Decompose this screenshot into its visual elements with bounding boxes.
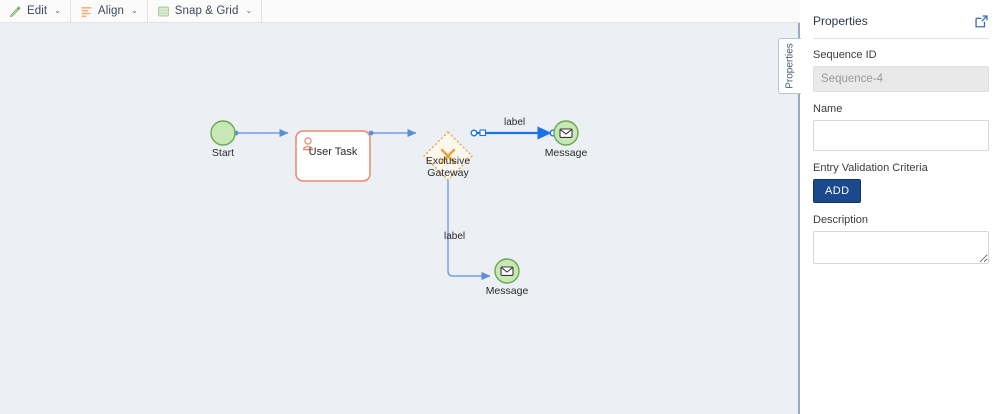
node-exclusive-gateway[interactable] — [423, 131, 473, 181]
sequence-id-field-group: Sequence ID — [813, 49, 989, 92]
toolbar-item-snap-grid-label: Snap & Grid — [174, 5, 239, 17]
node-message-1[interactable] — [553, 120, 579, 146]
name-input[interactable] — [813, 120, 989, 151]
properties-panel: Properties Sequence ID Name Entry Valida… — [802, 0, 1000, 414]
description-field-group: Description — [813, 214, 989, 267]
description-input[interactable] — [813, 231, 989, 264]
description-label: Description — [813, 214, 869, 226]
sequence-id-input — [813, 66, 989, 92]
properties-tab-label: Properties — [784, 43, 796, 89]
diagram-canvas[interactable]: Start User Task Exclusive Gateway Messag… — [0, 23, 800, 414]
open-in-new-icon[interactable] — [974, 14, 989, 29]
toolbar-item-edit-label: Edit — [27, 5, 48, 17]
entry-validation-criteria-group: Entry Validation Criteria ADD — [813, 162, 989, 203]
edge-label-gateway-to-message-1: label — [504, 117, 526, 128]
node-label-message-2: Message — [485, 285, 529, 297]
properties-panel-header: Properties — [813, 0, 989, 38]
divider — [813, 38, 989, 39]
node-label-user-task: User Task — [308, 146, 358, 158]
sequence-id-label: Sequence ID — [813, 49, 877, 61]
properties-tab[interactable]: Properties — [778, 38, 801, 94]
envelope-icon — [559, 128, 573, 138]
user-icon — [302, 137, 314, 151]
name-field-group: Name — [813, 103, 989, 151]
node-label-exclusive-gateway: Exclusive Gateway — [425, 155, 471, 179]
toolbar-item-edit[interactable]: Edit ⌄ — [0, 0, 71, 22]
name-label: Name — [813, 103, 843, 115]
envelope-icon — [500, 266, 514, 276]
toolbar-item-align[interactable]: Align ⌄ — [71, 0, 148, 22]
chevron-down-icon: ⌄ — [245, 6, 253, 15]
node-user-task[interactable] — [295, 130, 371, 182]
toolbar-item-snap-grid[interactable]: Snap & Grid ⌄ — [148, 0, 263, 22]
pencil-icon — [10, 5, 21, 17]
page-title: Properties — [813, 14, 868, 28]
node-message-2[interactable] — [494, 258, 520, 284]
edge-label-gateway-to-message-2: label — [444, 231, 466, 242]
x-mark-icon — [440, 148, 456, 164]
node-label-message-1: Message — [544, 147, 588, 159]
chevron-down-icon: ⌄ — [54, 6, 61, 15]
toolbar: Edit ⌄ Align ⌄ Snap & Grid ⌄ — [0, 0, 800, 23]
snap-grid-icon — [157, 6, 169, 16]
align-icon — [81, 6, 92, 17]
toolbar-item-align-label: Align — [97, 5, 124, 17]
chevron-down-icon: ⌄ — [131, 6, 138, 15]
edge-usertask-to-gateway[interactable] — [368, 128, 417, 138]
entry-validation-criteria-label: Entry Validation Criteria — [813, 162, 928, 174]
node-start[interactable] — [210, 120, 236, 146]
edge-gateway-to-message-1[interactable] — [470, 126, 557, 140]
add-button[interactable]: ADD — [813, 179, 862, 203]
edge-start-to-usertask[interactable] — [233, 128, 289, 138]
bpmn-diagram — [210, 120, 579, 284]
node-label-start: Start — [211, 147, 235, 159]
